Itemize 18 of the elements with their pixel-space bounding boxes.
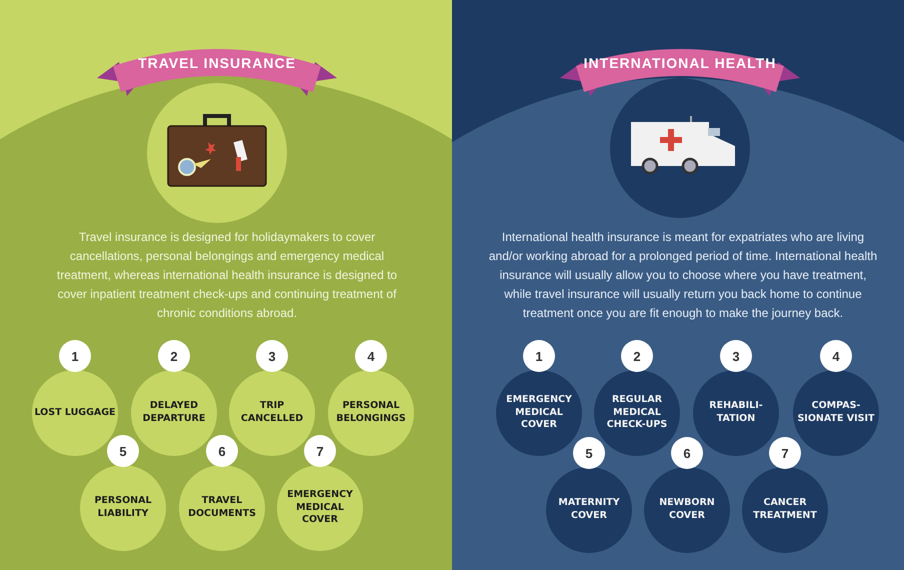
category-label: TRIP CANCELLED (240, 400, 304, 426)
category-label: REHABILI- TATION (708, 400, 764, 426)
category-label: COMPAS- SIONATE VISIT (796, 400, 876, 426)
category-label: DELAYED DEPARTURE (142, 400, 206, 426)
category-label: EMERGENCY MEDICAL COVER (286, 488, 354, 528)
ribbon-title: INTERNATIONAL HEALTH (582, 55, 778, 71)
category-label: LOST LUGGAGE (34, 406, 116, 420)
description-paragraph: Travel insurance is designed for holidaymakers to cover cancellations, personal belongings and emergency medical treatment, whereas international health insurance is designed to cover inpatient treatment check-ups and continuing treatment of chronic conditions abroad. (56, 229, 398, 322)
category-label: REGULAR MEDICAL CHECK-UPS (606, 394, 668, 432)
ribbon-title: TRAVEL INSURANCE (137, 55, 297, 71)
category-label: NEWBORN COVER (658, 497, 716, 523)
category-label: PERSONAL BELONGINGS (335, 400, 407, 426)
category-label: PERSONAL LIABILITY (93, 495, 153, 521)
category-label: MATERNITY COVER (557, 497, 621, 523)
category-label: TRAVEL DOCUMENTS (187, 495, 257, 521)
category-label: CANCER TREATMENT (752, 497, 818, 523)
description-paragraph: International health insurance is meant for expatriates who are living and/or working abroad for a prolonged period of time. International health insurance will usually allow you to choose where you have treatment, while travel insurance will usually return you back home to continue treatment once you are fit enough to make the journey back. (488, 229, 878, 322)
category-label: EMERGENCY MEDICAL COVER (505, 394, 573, 432)
